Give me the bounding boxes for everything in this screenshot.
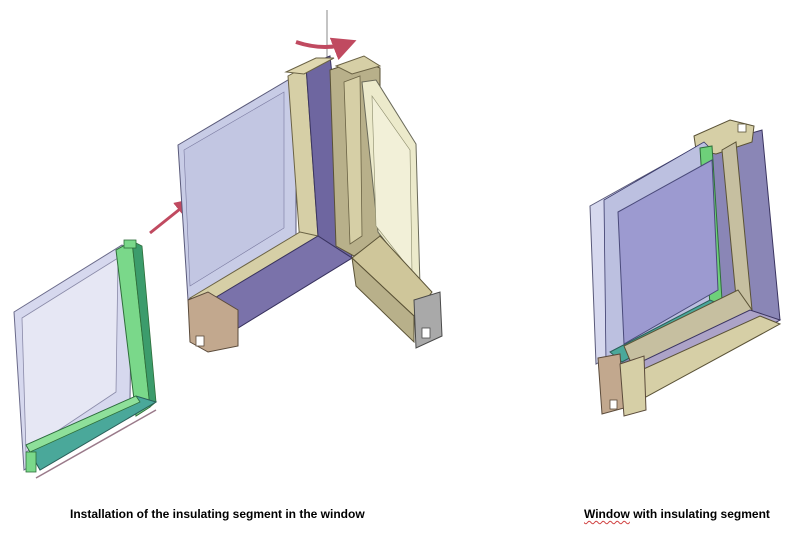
assembled-end-notch (609, 399, 618, 410)
window-frame-open (177, 10, 443, 353)
sash-bottom-front (351, 256, 415, 344)
caption-result: Window with insulating segment (584, 507, 770, 521)
assembled-top-notch (737, 123, 747, 133)
caption-result-first-word: Window (584, 507, 630, 521)
sash-end-block (413, 291, 443, 349)
segment-glass-inner (21, 257, 119, 453)
sash-stile-light (343, 75, 363, 245)
segment-tab (25, 451, 37, 473)
assembled-end-block-2 (619, 355, 647, 417)
assembled-glass-inner (617, 159, 719, 345)
insulating-segment (13, 239, 158, 479)
caption-installation: Installation of the insulating segment i… (70, 507, 365, 521)
window-assembled (589, 119, 782, 417)
sash-end-notch (421, 327, 431, 339)
curved-arrow-icon (295, 37, 357, 61)
caption-result-rest: with insulating segment (629, 507, 770, 521)
frame-end-notch (195, 335, 205, 347)
segment-spacer-bottom-light (25, 395, 141, 453)
segment-tab-top (123, 239, 137, 249)
frame-glass-inner (183, 91, 285, 287)
